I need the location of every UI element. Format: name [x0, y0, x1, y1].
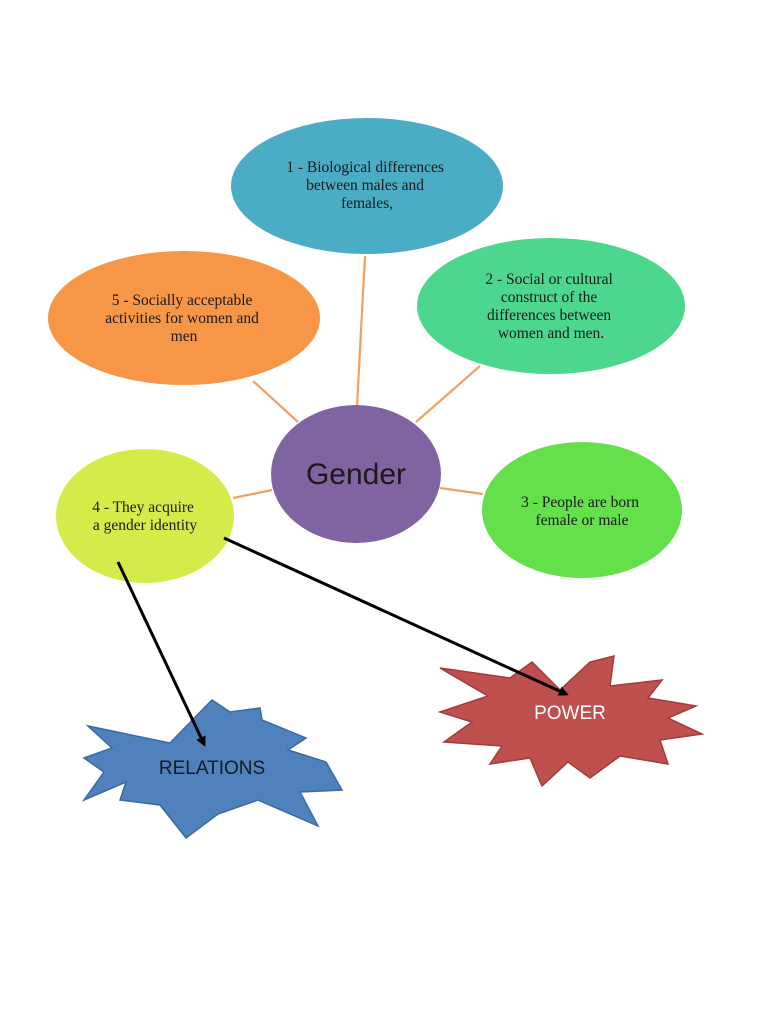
node-1-line-1: 1 - Biological differences [286, 159, 444, 176]
node-socially-acceptable-activities: 5 - Socially acceptable activities for w… [48, 251, 320, 385]
relations-label: RELATIONS [159, 758, 265, 779]
power-label: POWER [534, 703, 606, 724]
connector-node-3 [439, 486, 484, 496]
center-ellipse [271, 405, 441, 543]
node-1-label: 1 - Biological differences between males… [286, 159, 448, 212]
connector-node-1 [355, 255, 367, 407]
center-node-gender: Gender [271, 405, 441, 543]
node-5-line-2: activities for women and [105, 310, 259, 327]
node-4-line-2: a gender identity [93, 517, 197, 534]
node-1-line-3: females, [341, 195, 393, 212]
center-label: Gender [306, 458, 406, 491]
connector-node-2 [415, 365, 481, 423]
node-5-label: 5 - Socially acceptable activities for w… [105, 292, 263, 345]
power-burst: POWER [437, 655, 705, 788]
connector-node-5 [252, 380, 299, 423]
relations-burst: RELATIONS [81, 699, 344, 840]
node-5-line-1: 5 - Socially acceptable [112, 292, 253, 309]
connector-node-4 [232, 488, 273, 500]
node-born-female-or-male: 3 - People are born female or male [482, 442, 682, 578]
node-social-construct: 2 - Social or cultural construct of the … [417, 238, 685, 374]
node-4-label: 4 - They acquire a gender identity [92, 499, 198, 534]
node-2-line-2: construct of the [501, 289, 598, 306]
node-3-label: 3 - People are born female or male [521, 494, 643, 529]
arrow-to-power [223, 536, 569, 696]
node-4-line-1: 4 - They acquire [92, 499, 194, 516]
node-gender-identity: 4 - They acquire a gender identity [56, 449, 234, 583]
node-5-line-3: men [171, 328, 198, 345]
node-1-ellipse [231, 118, 503, 254]
node-4-ellipse [56, 449, 234, 583]
node-biological-differences: 1 - Biological differences between males… [231, 118, 503, 254]
node-2-line-4: women and men. [498, 325, 604, 342]
node-3-line-1: 3 - People are born [521, 494, 639, 511]
node-1-line-2: between males and [306, 177, 424, 194]
arrow-to-relations [116, 561, 206, 747]
node-2-line-1: 2 - Social or cultural [485, 271, 612, 288]
node-2-ellipse [417, 238, 685, 374]
node-2-label: 2 - Social or cultural construct of the … [485, 271, 616, 342]
node-3-line-2: female or male [536, 512, 629, 529]
node-2-line-3: differences between [487, 307, 611, 324]
power-burst-shape [437, 655, 705, 788]
relations-burst-shape [81, 699, 344, 840]
node-3-ellipse [482, 442, 682, 578]
node-5-ellipse [48, 251, 320, 385]
